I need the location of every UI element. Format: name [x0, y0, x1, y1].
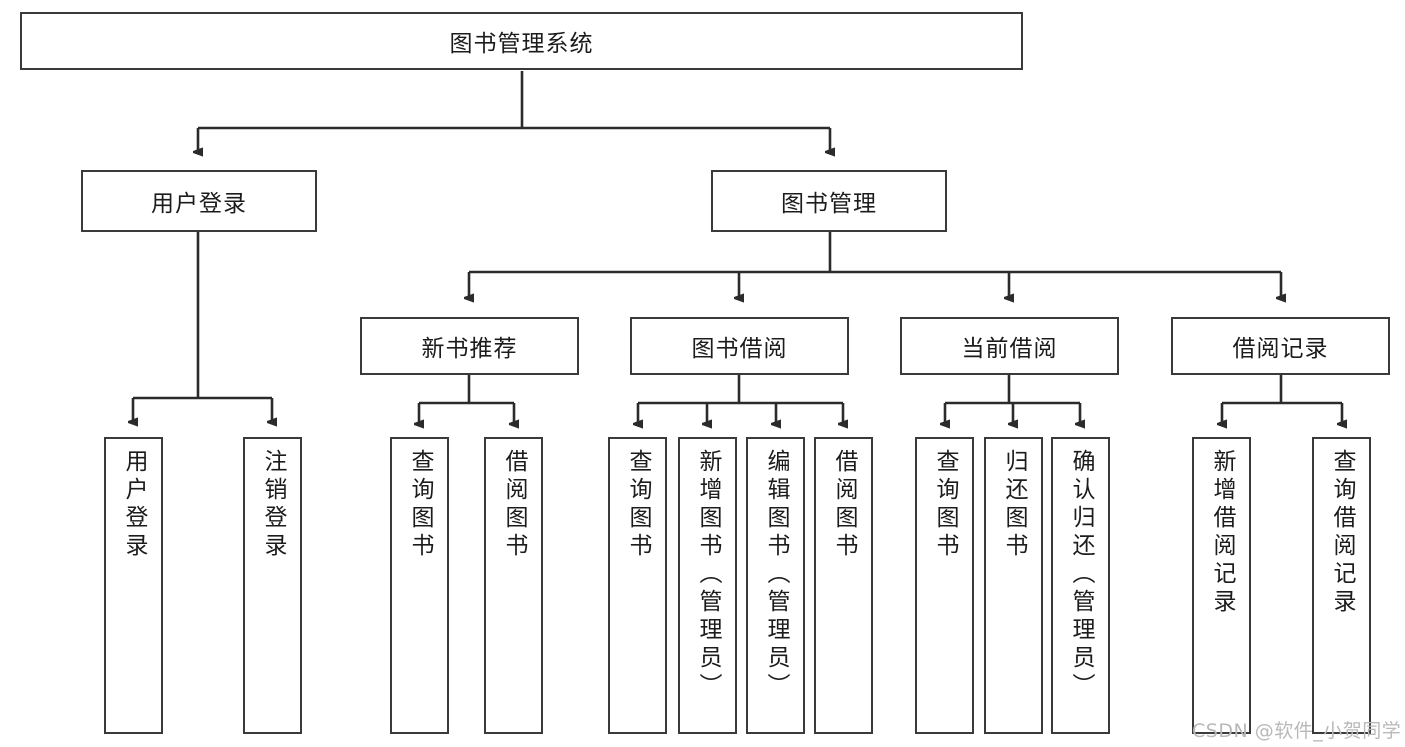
leaf-current-query-book[interactable]: 查询图书 — [915, 437, 974, 734]
node-book-borrow[interactable]: 图书借阅 — [630, 317, 849, 375]
leaf-current-query-book-label: 查询图书 — [932, 449, 958, 561]
node-book-management-label: 图书管理 — [781, 191, 877, 217]
node-root-label: 图书管理系统 — [449, 31, 594, 57]
leaf-borrow-add-book[interactable]: 新增图书（管理员） — [678, 437, 737, 734]
node-borrow-record[interactable]: 借阅记录 — [1171, 317, 1390, 375]
leaf-record-query[interactable]: 查询借阅记录 — [1312, 437, 1371, 734]
node-new-book-recommend-label: 新书推荐 — [421, 336, 518, 362]
leaf-borrow-query-book-label: 查询图书 — [625, 449, 651, 561]
leaf-current-confirm-return[interactable]: 确认归还（管理员） — [1051, 437, 1110, 734]
leaf-user-login-label: 用户登录 — [121, 449, 147, 561]
node-current-borrow[interactable]: 当前借阅 — [900, 317, 1119, 375]
leaf-user-login[interactable]: 用户登录 — [104, 437, 163, 734]
node-new-book-recommend[interactable]: 新书推荐 — [360, 317, 579, 375]
node-book-borrow-label: 图书借阅 — [691, 336, 788, 362]
leaf-current-return-book[interactable]: 归还图书 — [984, 437, 1043, 734]
leaf-borrow-borrow-book-label: 借阅图书 — [831, 449, 857, 561]
leaf-record-query-label: 查询借阅记录 — [1329, 449, 1355, 617]
leaf-recommend-query-book-label: 查询图书 — [407, 449, 433, 561]
leaf-record-add[interactable]: 新增借阅记录 — [1192, 437, 1251, 734]
leaf-recommend-borrow-book-label: 借阅图书 — [501, 449, 527, 561]
node-root[interactable]: 图书管理系统 — [20, 12, 1023, 70]
leaf-logout-label: 注销登录 — [260, 449, 286, 561]
leaf-borrow-borrow-book[interactable]: 借阅图书 — [814, 437, 873, 734]
leaf-borrow-query-book[interactable]: 查询图书 — [608, 437, 667, 734]
leaf-record-add-label: 新增借阅记录 — [1209, 449, 1235, 617]
leaf-recommend-query-book[interactable]: 查询图书 — [390, 437, 449, 734]
node-borrow-record-label: 借阅记录 — [1232, 336, 1329, 362]
leaf-current-confirm-return-label: 确认归还（管理员） — [1068, 449, 1094, 701]
node-current-borrow-label: 当前借阅 — [961, 336, 1058, 362]
node-book-management[interactable]: 图书管理 — [711, 170, 947, 232]
leaf-borrow-edit-book[interactable]: 编辑图书（管理员） — [746, 437, 805, 734]
watermark: CSDN @软件_小贺同学 — [1192, 720, 1402, 742]
leaf-current-return-book-label: 归还图书 — [1001, 449, 1027, 561]
leaf-recommend-borrow-book[interactable]: 借阅图书 — [484, 437, 543, 734]
leaf-logout[interactable]: 注销登录 — [243, 437, 302, 734]
node-user-login-label: 用户登录 — [151, 191, 247, 217]
leaf-borrow-add-book-label: 新增图书（管理员） — [695, 449, 721, 701]
node-user-login[interactable]: 用户登录 — [81, 170, 317, 232]
leaf-borrow-edit-book-label: 编辑图书（管理员） — [763, 449, 789, 701]
